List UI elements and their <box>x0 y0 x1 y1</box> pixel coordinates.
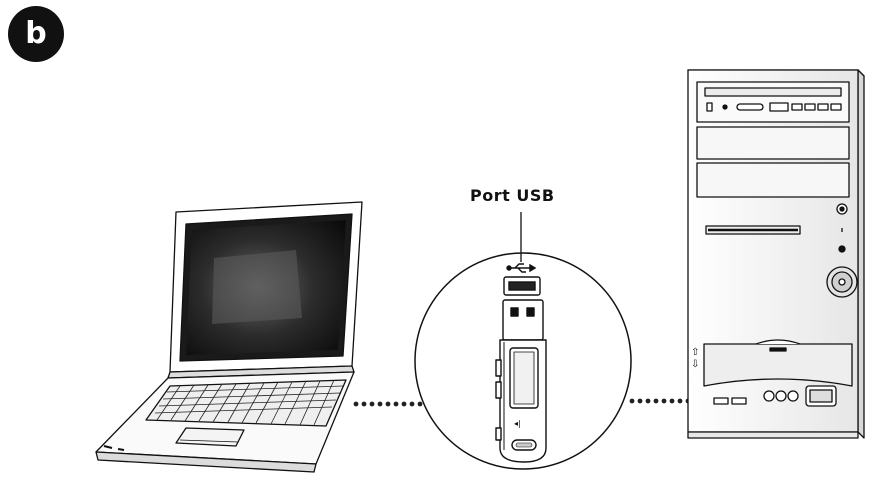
laptop-icon <box>95 201 363 473</box>
panel-label: b <box>25 16 47 51</box>
usb-flash-drive-icon: ◂| <box>495 299 547 463</box>
panel-label-badge: b <box>8 6 64 62</box>
usb-port-icon <box>506 263 537 273</box>
connector-left <box>353 401 423 407</box>
svg-text:⇩: ⇩ <box>691 359 699 370</box>
svg-text:◂|: ◂| <box>514 419 521 428</box>
usb-port-socket <box>503 276 541 296</box>
desktop-tower-icon: ⇧ ⇩ <box>687 69 865 439</box>
svg-text:⇧: ⇧ <box>691 347 699 358</box>
callout-label: Port USB <box>470 186 555 205</box>
